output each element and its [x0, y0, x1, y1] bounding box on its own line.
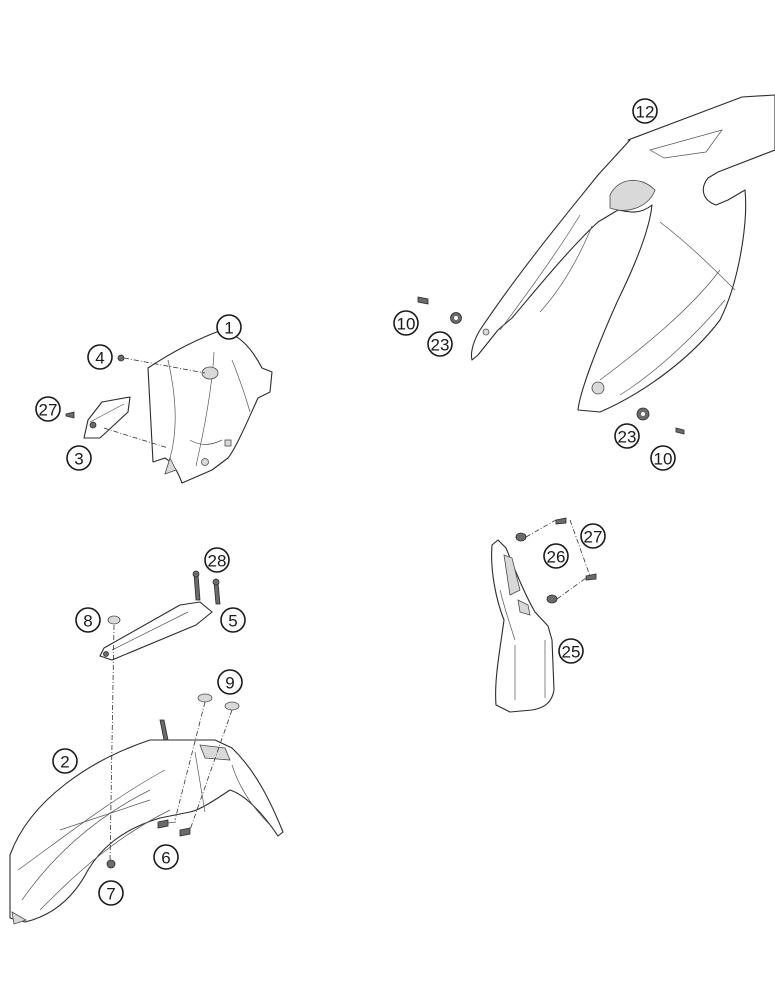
leader-4: [123, 357, 206, 374]
callout-10-lower-label: 10: [654, 450, 673, 469]
callout-5-label: 5: [228, 612, 237, 631]
callout-12: 12: [632, 98, 658, 124]
screw-2-top: [159, 719, 169, 741]
screw-8: [107, 615, 121, 625]
front-fender-part: [9, 739, 284, 925]
callout-6: 6: [153, 844, 179, 870]
callout-26-label: 26: [547, 548, 566, 567]
fender-bridge-part: [99, 601, 213, 661]
grommet-23-lower: [636, 407, 650, 421]
callout-4: 4: [87, 344, 113, 370]
leader-26a: [525, 519, 557, 538]
callout-8-label: 8: [83, 612, 92, 631]
screw-6-a: [157, 819, 177, 829]
side-cover-part: [491, 539, 555, 713]
callout-27-right: 27: [580, 523, 606, 549]
callout-1-label: 1: [224, 319, 233, 338]
callout-27-right-label: 27: [584, 528, 603, 547]
callout-10-lower: 10: [650, 445, 676, 471]
side-panels-part: [470, 94, 775, 413]
washer-9-a: [197, 693, 213, 703]
screw-4: [117, 354, 125, 362]
callout-9-label: 9: [225, 674, 234, 693]
callout-27-left-label: 27: [39, 401, 58, 420]
leader-26b: [556, 577, 587, 600]
callout-7: 7: [98, 880, 124, 906]
callout-23-lower-label: 23: [618, 428, 637, 447]
grommet-26-a: [515, 532, 527, 542]
screw-27-left: [65, 411, 75, 419]
callout-5: 5: [220, 607, 246, 633]
leader-9a: [174, 701, 206, 821]
callout-28: 28: [204, 547, 230, 573]
leader-3: [103, 427, 169, 449]
leader-8: [109, 624, 115, 863]
callout-3: 3: [66, 445, 92, 471]
callout-9: 9: [217, 669, 243, 695]
callout-1: 1: [216, 314, 242, 340]
callout-23-lower: 23: [614, 423, 640, 449]
callout-28-label: 28: [208, 552, 227, 571]
screw-28-a: [192, 570, 201, 601]
grommet-23-upper: [450, 312, 462, 324]
screw-10-upper: [417, 296, 429, 305]
callout-3-label: 3: [74, 450, 83, 469]
callout-27-left: 27: [35, 396, 61, 422]
side-plate-part: [83, 396, 131, 439]
screw-27-right-b: [585, 573, 597, 581]
callout-23-upper-label: 23: [431, 336, 450, 355]
callout-25-label: 25: [562, 643, 581, 662]
callout-12-label: 12: [636, 103, 655, 122]
screw-10-lower: [675, 427, 685, 435]
callout-2-label: 2: [60, 753, 69, 772]
nut-7: [106, 859, 116, 869]
callout-25: 25: [558, 638, 584, 664]
callout-2: 2: [52, 748, 78, 774]
callout-7-label: 7: [106, 885, 115, 904]
grommet-26-b: [546, 594, 558, 604]
leader-9b: [189, 709, 233, 831]
callout-10-upper: 10: [393, 310, 419, 336]
callout-10-upper-label: 10: [397, 315, 416, 334]
screw-28-b: [212, 578, 221, 605]
number-plate-part: [147, 329, 273, 484]
screw-27-right-a: [555, 517, 567, 525]
screw-6-b: [179, 827, 191, 837]
callout-8: 8: [75, 607, 101, 633]
callout-4-label: 4: [95, 349, 104, 368]
washer-9-b: [224, 701, 240, 711]
callout-23-upper: 23: [427, 331, 453, 357]
callout-6-label: 6: [161, 849, 170, 868]
callout-26: 26: [543, 543, 569, 569]
